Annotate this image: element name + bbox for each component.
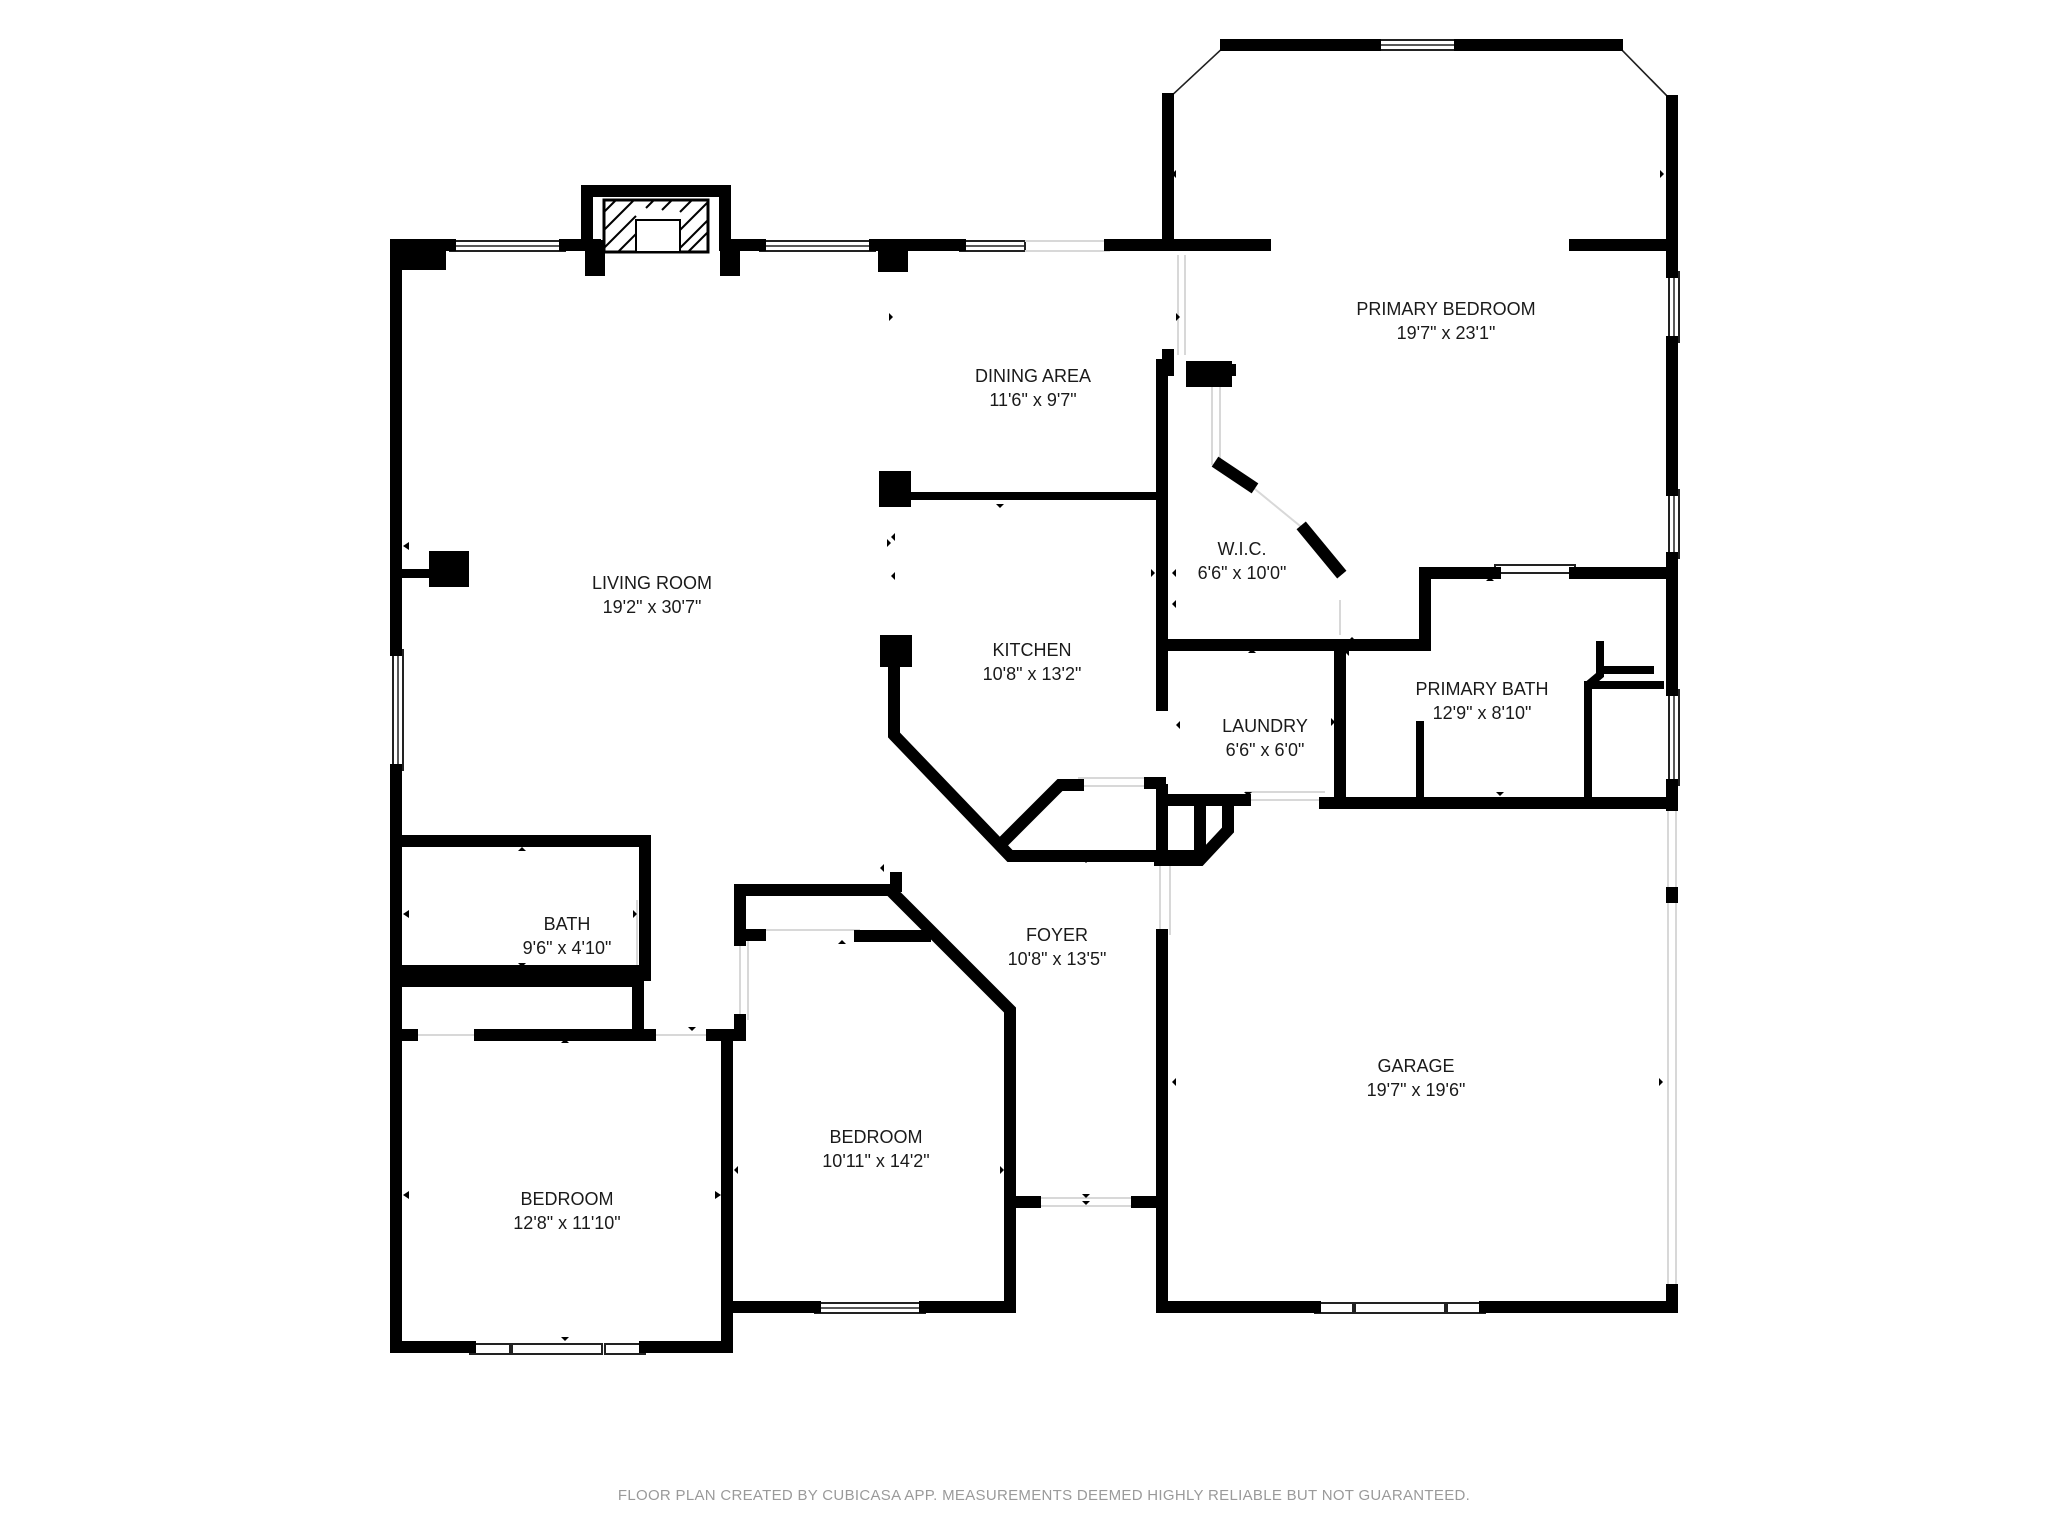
room-size-primary-bath: 12'9" x 8'10" bbox=[1433, 703, 1532, 723]
room-size-bath: 9'6" x 4'10" bbox=[523, 938, 612, 958]
room-name-bedroom-2: BEDROOM bbox=[829, 1127, 922, 1147]
room-name-primary-bedroom: PRIMARY BEDROOM bbox=[1356, 299, 1535, 319]
room-size-living-room: 19'2" x 30'7" bbox=[603, 597, 702, 617]
room-name-kitchen: KITCHEN bbox=[992, 640, 1071, 660]
room-size-kitchen: 10'8" x 13'2" bbox=[983, 664, 1082, 684]
room-size-garage: 19'7" x 19'6" bbox=[1367, 1080, 1466, 1100]
room-size-bedroom-1: 12'8" x 11'10" bbox=[513, 1213, 620, 1233]
dimension-markers bbox=[403, 170, 1664, 1341]
walls bbox=[390, 39, 1678, 1353]
room-name-laundry: LAUNDRY bbox=[1222, 716, 1308, 736]
room-name-foyer: FOYER bbox=[1026, 925, 1088, 945]
windows bbox=[392, 39, 1680, 1355]
room-size-foyer: 10'8" x 13'5" bbox=[1008, 949, 1107, 969]
room-name-dining-area: DINING AREA bbox=[975, 366, 1091, 386]
room-name-garage: GARAGE bbox=[1377, 1056, 1454, 1076]
room-size-wic: 6'6" x 10'0" bbox=[1198, 563, 1287, 583]
room-name-wic: W.I.C. bbox=[1218, 539, 1267, 559]
room-name-bath: BATH bbox=[544, 914, 591, 934]
room-labels: LIVING ROOM 19'2" x 30'7" DINING AREA 11… bbox=[513, 299, 1548, 1233]
room-name-bedroom-1: BEDROOM bbox=[520, 1189, 613, 1209]
room-size-laundry: 6'6" x 6'0" bbox=[1226, 740, 1305, 760]
room-name-living-room: LIVING ROOM bbox=[592, 573, 712, 593]
footer-disclaimer: FLOOR PLAN CREATED BY CUBICASA APP. MEAS… bbox=[618, 1487, 1470, 1504]
room-size-dining-area: 11'6" x 9'7" bbox=[989, 390, 1076, 410]
room-name-primary-bath: PRIMARY BATH bbox=[1415, 679, 1548, 699]
fireplace bbox=[602, 198, 710, 254]
room-size-bedroom-2: 10'11" x 14'2" bbox=[822, 1151, 929, 1171]
room-size-primary-bedroom: 19'7" x 23'1" bbox=[1397, 323, 1496, 343]
columns bbox=[390, 240, 1678, 903]
